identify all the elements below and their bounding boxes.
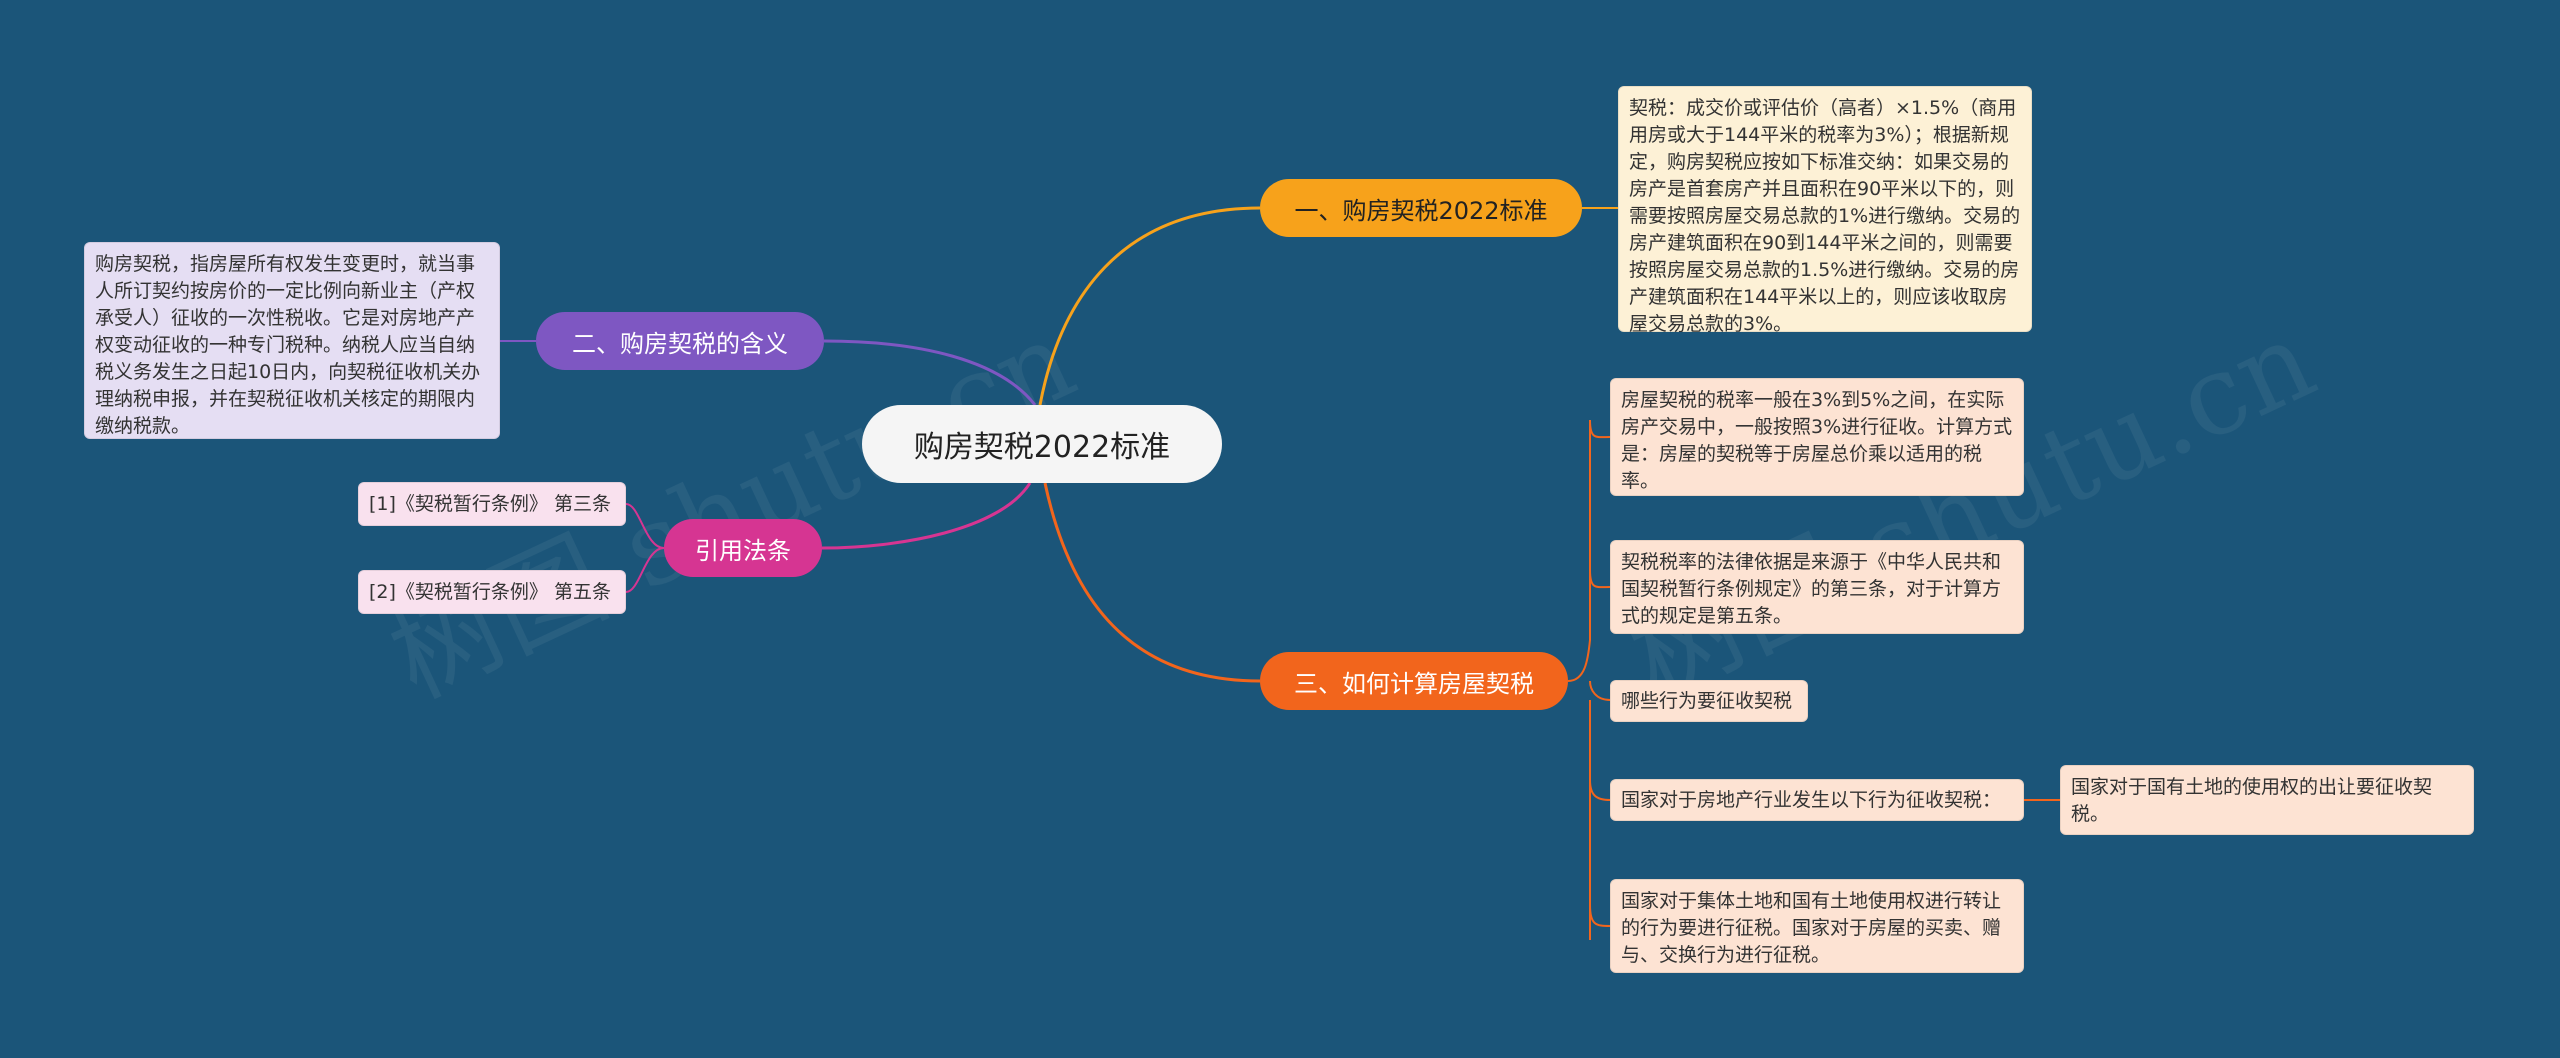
leaf-real-estate-acts[interactable]: 国家对于房地产行业发生以下行为征收契税： [1610,779,2024,821]
link-b3-leaf2 [625,547,665,593]
leaf-law-article-3[interactable]: [1]《契税暂行条例》 第三条 [358,482,626,526]
leaf-tax-meaning-detail[interactable]: 购房契税，指房屋所有权发生变更时，就当事人所订契约按房价的一定比例向新业主（产权… [84,242,500,439]
leaf-taxable-acts[interactable]: 哪些行为要征收契税 [1610,680,1808,722]
leaf-state-land-grant[interactable]: 国家对于国有土地的使用权的出让要征收契税。 [2060,765,2474,835]
leaf-tax-rate[interactable]: 房屋契税的税率一般在3%到5%之间，在实际房产交易中，一般按照3%进行征收。计算… [1610,378,2024,496]
link-b4-leaf2 [1589,569,1611,589]
branch-cited-laws[interactable]: 引用法条 [664,519,822,577]
root-topic[interactable]: 购房契税2022标准 [862,405,1222,483]
link-b4-leaf1 [1589,419,1611,439]
link-b4-leaf5 [1589,904,1611,927]
leaf-legal-basis[interactable]: 契税税率的法律依据是来源于《中华人民共和国契税暂行条例规定》的第三条，对于计算方… [1610,540,2024,634]
link-root-b1 [1038,206,1261,406]
link-b4-leaf3 [1589,680,1611,701]
link-b4-leaf4 [1589,779,1611,801]
branch-purchase-tax-standard[interactable]: 一、购房契税2022标准 [1260,179,1582,237]
link-root-b3 [821,482,1032,550]
branch-tax-meaning[interactable]: 二、购房契税的含义 [536,312,824,370]
link-b3-leaf1 [625,503,665,549]
leaf-land-transfer[interactable]: 国家对于集体土地和国有土地使用权进行转让的行为要进行征税。国家对于房屋的买卖、赠… [1610,879,2024,973]
link-root-b4 [1043,482,1261,683]
link-root-b2 [823,339,1037,406]
leaf-law-article-5[interactable]: [2]《契税暂行条例》 第五条 [358,570,626,614]
link-b4-trunk [1567,420,1591,940]
branch-how-to-calculate[interactable]: 三、如何计算房屋契税 [1260,652,1568,710]
leaf-tax-standard-detail[interactable]: 契税：成交价或评估价（高者）×1.5%（商用用房或大于144平米的税率为3%）；… [1618,86,2032,335]
